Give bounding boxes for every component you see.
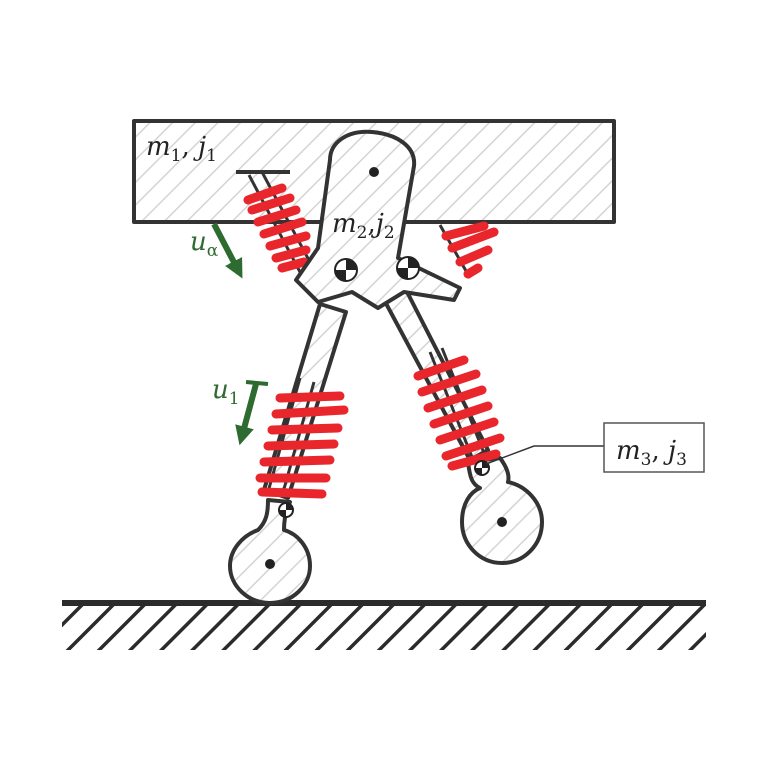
m3-label-box (603, 422, 705, 473)
center-of-mass-icon (474, 460, 490, 476)
leg-m1-foot (228, 302, 348, 605)
label-u-alpha: uα (190, 227, 219, 261)
upper-right-spring (438, 221, 499, 279)
ground (62, 600, 706, 650)
label-m1-j1: m1, j1 (146, 132, 217, 166)
m3-leader-line (485, 445, 604, 465)
upper-left-spring (236, 170, 314, 273)
label-m2-j2: m2,j2 (332, 209, 395, 243)
label-m3-j3: m3, j3 (616, 436, 687, 470)
actuator-arrow-icon (235, 380, 269, 446)
center-of-mass-icon (334, 258, 358, 282)
lower-left-spring (255, 377, 349, 499)
center-of-mass-icon (278, 502, 294, 518)
actuator-arrow-icon (211, 222, 243, 279)
center-of-mass-icon (396, 256, 420, 280)
label-u-1: u1 (212, 375, 240, 409)
lower-right-spring (413, 347, 505, 471)
leg-m3 (380, 284, 544, 565)
